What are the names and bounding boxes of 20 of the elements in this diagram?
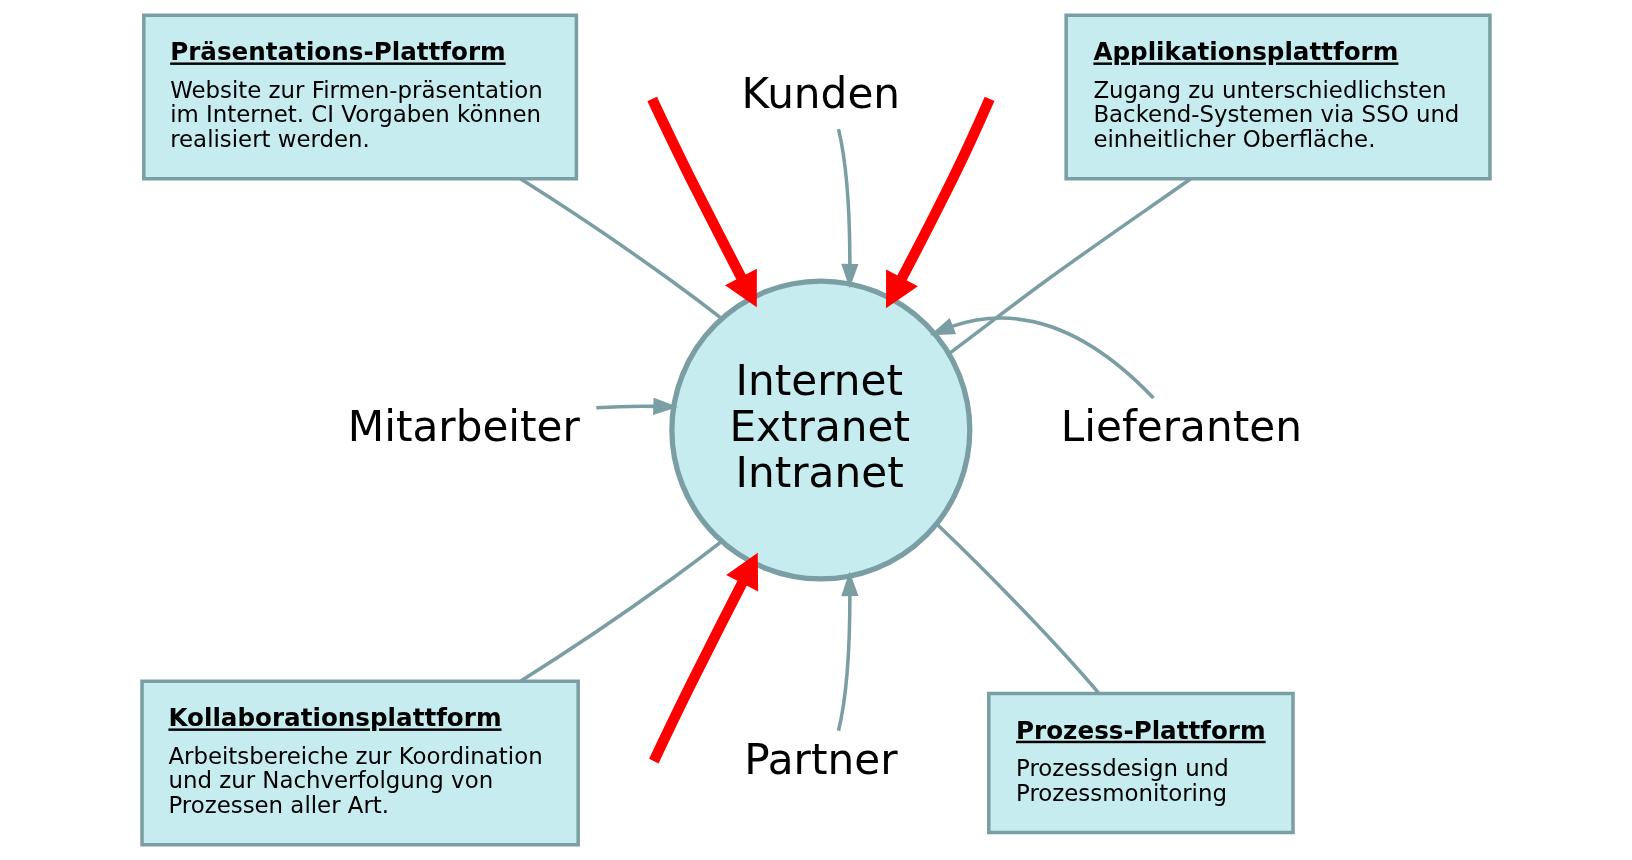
arrow (929, 316, 1155, 400)
node-text: Kunden (741, 68, 901, 118)
arrow (649, 552, 759, 764)
node-text: Mitarbeiter (347, 401, 580, 451)
node-box: Präsentations-Plattform Website zur Firmen-präsentation im Internet. CI Vorgaben können realisiert werden. (142, 13, 579, 181)
connector (935, 522, 1101, 695)
arrow (886, 96, 995, 309)
node-box: Prozess-Plattform Prozessdesign und Prozessmonitoring (987, 691, 1295, 835)
arrow (836, 571, 859, 732)
node-box: Applikationsplattform Zugang zu unterschiedlichsten Backend-Systemen via SSO und einheitlicher Oberfläche. (1064, 13, 1492, 181)
arrow (836, 128, 859, 289)
connector (519, 540, 723, 683)
connector (519, 177, 723, 320)
node-box: Kollaborationsplattform Arbeitsbereiche zur Koordination und zur Nachverfolgung von Prozessen aller Art. (140, 679, 580, 847)
arrow (647, 96, 757, 308)
node-text: Lieferanten (1060, 401, 1302, 451)
node-text: Partner (744, 734, 898, 784)
node-circle: Internet Extranet Intranet (669, 278, 973, 582)
arrow (596, 397, 678, 415)
connector (948, 177, 1192, 355)
